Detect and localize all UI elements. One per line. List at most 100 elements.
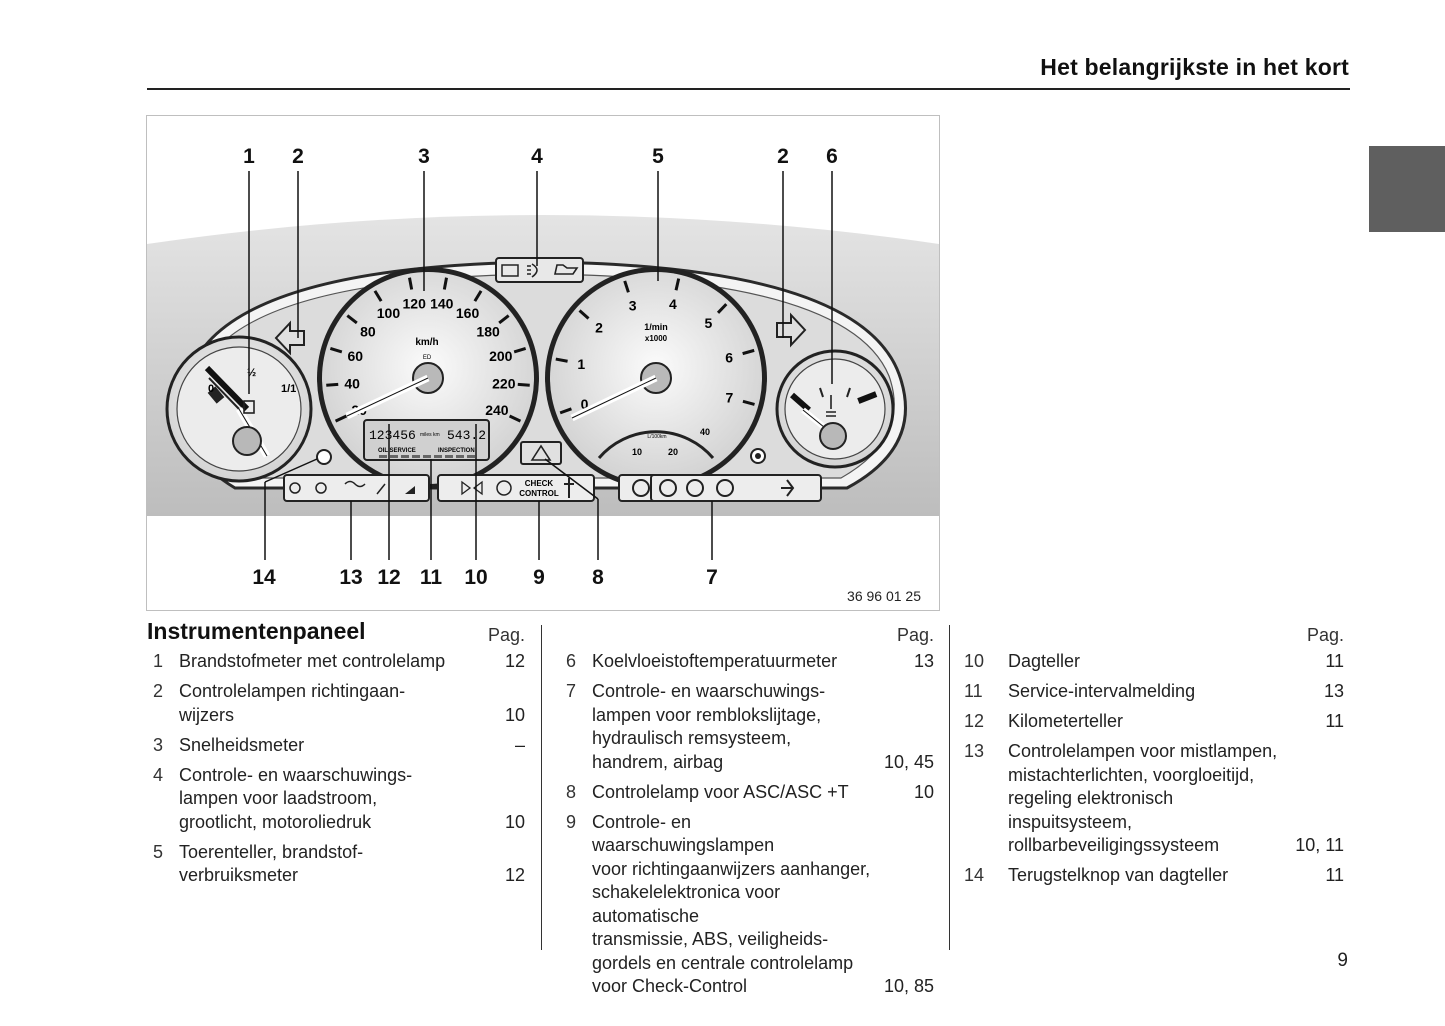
legend-item-page: 11	[1325, 711, 1344, 731]
legend-item-page: 12	[504, 651, 525, 671]
speedometer-tick-label: 100	[377, 305, 401, 321]
legend-item-page: –	[514, 734, 525, 755]
legend-item-page: 10, 85	[883, 976, 934, 996]
legend-item-text: Terugstelknop van dagteller	[1008, 865, 1229, 885]
callout-12: 12	[377, 566, 400, 589]
legend-item-page: 13	[913, 651, 934, 671]
tachometer-unit: 1/min	[644, 322, 668, 332]
speedometer-sub: ED	[423, 355, 432, 361]
legend-item-number: 2	[152, 681, 163, 701]
callout-11: 11	[420, 566, 443, 589]
legend-item-number: 6	[565, 651, 576, 671]
legend-item-number: 7	[565, 681, 576, 701]
consumption-unit: L/100km	[647, 434, 666, 440]
speedometer-tick-label: 200	[489, 348, 513, 364]
column-divider-2	[949, 625, 950, 950]
legend-item-page: 12	[504, 865, 525, 885]
service-led	[467, 455, 475, 458]
instrument-panel-figure: 0 ½ 1/1 20406080100120140160180200220240…	[146, 115, 940, 611]
service-led	[401, 455, 409, 458]
callout-6: 6	[826, 145, 838, 168]
tachometer-tick-label: 7	[726, 390, 734, 406]
speedometer-ticks: 20406080100120140160180200220240	[326, 277, 530, 423]
header-rule	[147, 88, 1350, 90]
trip-display: 543.2	[447, 428, 486, 443]
legend-item-text: Service-intervalmelding	[1008, 681, 1196, 701]
callout-8: 8	[592, 566, 604, 589]
legend-item-number: 4	[152, 764, 163, 785]
fuel-label-full: 1/1	[281, 383, 296, 395]
callout-1: 1	[243, 145, 255, 168]
section-title: Instrumentenpaneel	[147, 618, 366, 644]
speedometer-unit: km/h	[415, 337, 438, 348]
tachometer-multiplier: x1000	[645, 334, 668, 343]
legend-item-page: 10	[504, 704, 525, 725]
speedometer-tick	[408, 277, 414, 290]
charge-highbeam-oil-lamps-icon	[495, 257, 584, 283]
inspection-label: INSPECTION	[438, 448, 475, 454]
speedometer-tick-label: 160	[456, 305, 480, 321]
speedometer-tick-label: 180	[476, 323, 500, 339]
legend-item-page: 13	[1323, 681, 1344, 701]
consumption-tick-10: 10	[632, 447, 642, 457]
fuel-gauge-icon: 0 ½ 1/1	[165, 335, 313, 483]
speedometer-icon: 20406080100120140160180200220240 km/h ED…	[317, 267, 539, 489]
pag-header: Pag.	[896, 625, 934, 645]
speedometer-tick	[329, 347, 343, 354]
figure-code: 36 96 01 25	[847, 588, 921, 604]
turn-signal-left-icon	[274, 320, 305, 356]
coolant-thermometer-icon	[826, 395, 836, 417]
callout-4: 4	[531, 145, 543, 168]
turn-signal-right-icon	[776, 312, 807, 348]
callout-2-left: 2	[292, 145, 304, 168]
speedometer-tick-label: 220	[492, 375, 516, 391]
page-header-title: Het belangrijkste in het kort	[1040, 54, 1349, 80]
service-led	[412, 455, 420, 458]
callout-7: 7	[706, 566, 718, 589]
legend-item-number: 1	[152, 651, 163, 671]
tachometer-tick	[555, 357, 568, 363]
pag-header: Pag.	[487, 625, 525, 645]
page-number: 9	[1337, 950, 1348, 971]
tachometer-tick-label: 4	[669, 296, 677, 312]
legend-item-text: Controlelamp voor ASC/ASC +T	[592, 781, 849, 802]
callout-leaders	[248, 171, 833, 560]
legend-item-page: 10	[504, 811, 525, 832]
speedometer-tick	[326, 382, 339, 387]
service-led	[423, 455, 431, 458]
tachometer-tick-label: 6	[725, 349, 733, 365]
tachometer-tick-label: 3	[629, 298, 637, 314]
check-control-label-2: CONTROL	[519, 489, 559, 498]
callout-13: 13	[339, 566, 362, 589]
speedometer-tick	[442, 277, 448, 290]
speedometer-tick-label: 140	[430, 295, 454, 311]
oil-service-label: OIL SERVICE	[378, 448, 416, 454]
legend-item-number: 8	[565, 781, 576, 802]
legend-item-page: 11	[1325, 651, 1344, 671]
speedometer-tick	[373, 290, 383, 302]
speedometer-tick-label: 60	[347, 348, 363, 364]
brake-airbag-strip-icon	[618, 474, 822, 502]
tachometer-tick-label: 2	[595, 320, 603, 336]
consumption-tick-20: 20	[668, 447, 678, 457]
asc-lamp-icon	[520, 441, 562, 465]
service-led	[434, 455, 442, 458]
legend-item-number: 3	[152, 734, 163, 755]
legend-item-text: Controle- en waarschuwingslampen voor ri…	[592, 811, 871, 997]
tachometer-tick	[716, 303, 728, 314]
callout-9: 9	[533, 566, 545, 589]
